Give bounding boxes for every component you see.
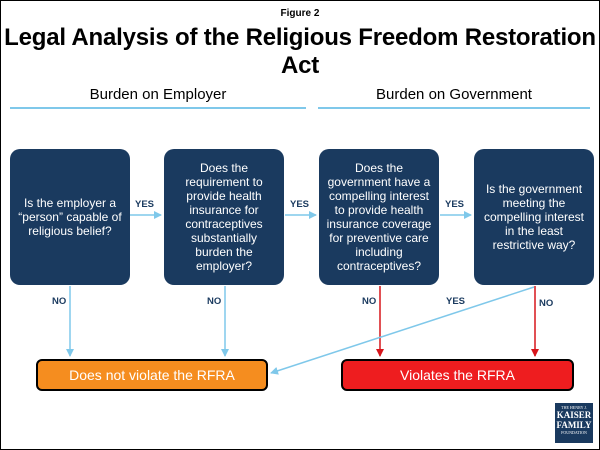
outcome-violates: Violates the RFRA <box>341 359 574 391</box>
outcome-not-violate: Does not violate the RFRA <box>36 359 268 391</box>
no-label-2: NO <box>207 296 222 307</box>
yes-label-3: YES <box>445 199 465 210</box>
kaiser-logo: THE HENRY J. KAISER FAMILY FOUNDATION <box>555 403 593 443</box>
logo-line-3: FAMILY <box>556 420 592 430</box>
question-box-interest: Does the government have a compelling in… <box>319 149 439 285</box>
section-divider-employer <box>10 107 306 109</box>
no-label-4: NO <box>539 298 554 309</box>
yes-arrow-4 <box>270 286 535 375</box>
section-divider-government <box>318 107 590 109</box>
page-title: Legal Analysis of the Religious Freedom … <box>4 24 596 79</box>
question-box-burden: Does the requirement to provide health i… <box>164 149 284 285</box>
no-label-1: NO <box>52 296 67 307</box>
logo-line-4: FOUNDATION <box>561 430 587 435</box>
figure-label: Figure 2 <box>280 8 320 19</box>
logo-line-1: THE HENRY J. <box>561 405 587 410</box>
no-label-3: NO <box>362 296 377 307</box>
question-box-person: Is the employer a “person” capable of re… <box>10 149 130 285</box>
yes-label-2: YES <box>290 199 310 210</box>
logo-line-2: KAISER <box>556 410 592 420</box>
yes-label-4: YES <box>446 296 466 307</box>
section-label-government: Burden on Government <box>376 86 532 103</box>
yes-label-1: YES <box>135 199 155 210</box>
question-box-restrictive: Is the government meeting the compelling… <box>474 149 594 285</box>
section-label-employer: Burden on Employer <box>89 86 227 103</box>
